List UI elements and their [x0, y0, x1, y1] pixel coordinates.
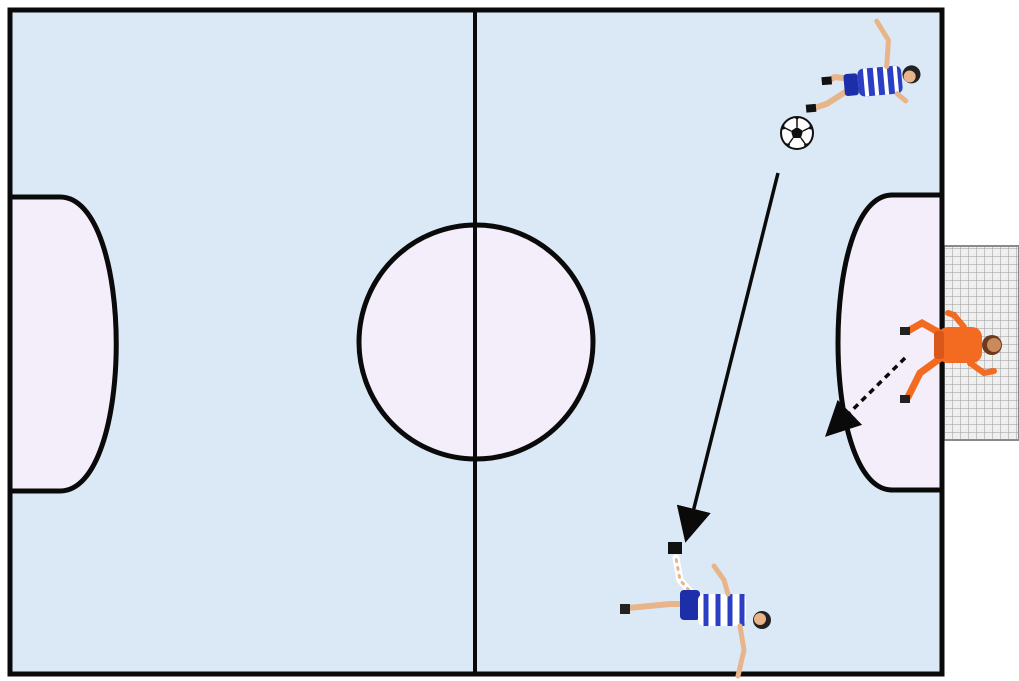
left-penalty-area	[10, 197, 116, 491]
soccer-ball-icon	[781, 117, 813, 149]
futsal-pitch	[10, 10, 942, 674]
right-penalty-area	[838, 195, 942, 490]
